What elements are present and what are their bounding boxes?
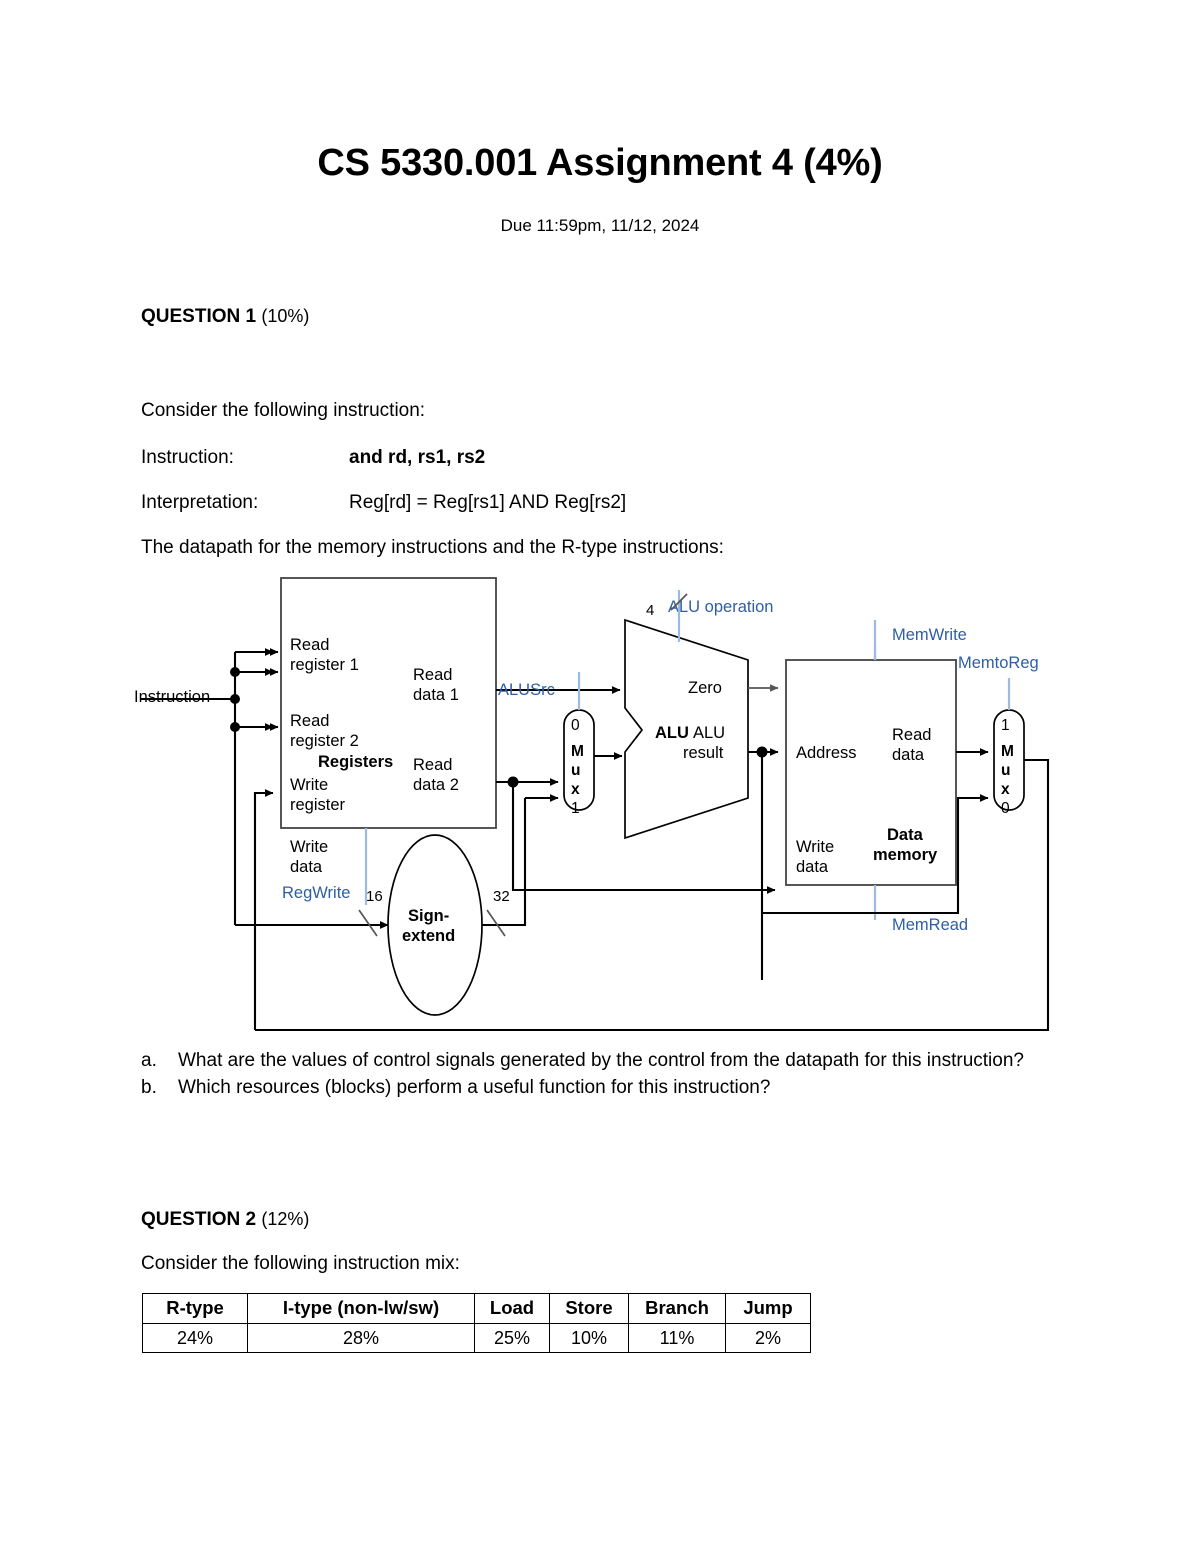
cell-load-value: 25% (474, 1322, 550, 1354)
svg-text:Zero: Zero (688, 679, 722, 697)
svg-text:data: data (796, 858, 829, 876)
svg-text:x: x (1001, 781, 1010, 798)
question-1-label: QUESTION 1 (141, 306, 257, 327)
column-header-load: Load (474, 1293, 550, 1324)
svg-text:result: result (683, 744, 724, 762)
svg-text:extend: extend (402, 927, 455, 945)
column-header-i-type: I-type (non-lw/sw) (247, 1293, 475, 1324)
svg-text:x: x (571, 781, 580, 798)
svg-text:ALU: ALU (655, 724, 689, 742)
svg-text:MemWrite: MemWrite (892, 626, 967, 644)
svg-text:1: 1 (571, 800, 580, 817)
svg-text:ALU operation: ALU operation (668, 598, 774, 616)
svg-text:Write: Write (796, 838, 834, 856)
svg-text:1: 1 (1001, 717, 1010, 734)
instruction-key: Instruction: (141, 447, 234, 468)
svg-text:0: 0 (1001, 800, 1010, 817)
column-header-store: Store (549, 1293, 629, 1324)
question-2-label: QUESTION 2 (141, 1209, 257, 1230)
svg-text:Registers: Registers (318, 753, 393, 771)
svg-text:data 1: data 1 (413, 686, 459, 704)
sublist-text-b: Which resources (blocks) perform a usefu… (178, 1077, 771, 1099)
page-title: CS 5330.001 Assignment 4 (4%) (317, 142, 883, 184)
svg-text:M: M (1001, 743, 1014, 760)
svg-text:Write: Write (290, 838, 328, 856)
question-2-intro: Consider the following instruction mix: (141, 1253, 460, 1274)
question-1-heading: QUESTION 1 (10%) (141, 305, 309, 329)
svg-text:Read: Read (290, 636, 329, 654)
svg-text:data: data (290, 858, 323, 876)
interpretation-key: Interpretation: (141, 492, 259, 513)
svg-text:16: 16 (366, 888, 383, 905)
datapath-diagram: Read register 1 Read register 2 Register… (130, 560, 1090, 1040)
svg-text:u: u (1001, 762, 1010, 779)
list-item: b. Which resources (blocks) perform a us… (141, 1075, 1081, 1100)
svg-text:RegWrite: RegWrite (282, 884, 350, 902)
svg-text:32: 32 (493, 888, 510, 905)
svg-text:Address: Address (796, 744, 857, 762)
question-2-weight: (12%) (261, 1209, 310, 1229)
svg-text:Data: Data (887, 826, 924, 844)
due-date-subtitle: Due 11:59pm, 11/12, 2024 (500, 216, 700, 235)
column-header-jump: Jump (725, 1293, 811, 1324)
svg-text:0: 0 (571, 717, 580, 734)
svg-text:memory: memory (873, 846, 938, 864)
sublist-marker-a: a. (141, 1050, 157, 1071)
instruction-row: Instruction: and rd, rs1, rs2 (141, 446, 485, 471)
cell-branch-value: 11% (628, 1322, 726, 1354)
svg-text:u: u (571, 762, 580, 779)
svg-text:M: M (571, 743, 584, 760)
svg-text:register 1: register 1 (290, 656, 359, 674)
question-1-weight: (10%) (261, 306, 310, 326)
table-row: 24% 28% 25% 10% 11% 2% (142, 1322, 811, 1354)
datapath-caption: The datapath for the memory instructions… (141, 537, 724, 558)
svg-text:4: 4 (646, 602, 654, 619)
svg-text:MemtoReg: MemtoReg (958, 654, 1039, 672)
table-header-row: R-type I-type (non-lw/sw) Load Store Bra… (142, 1293, 811, 1324)
sublist-marker-b: b. (141, 1077, 157, 1099)
cell-i-type-value: 28% (247, 1322, 475, 1354)
cell-store-value: 10% (549, 1322, 629, 1354)
list-item: a. What are the values of control signal… (141, 1048, 1081, 1073)
svg-text:register 2: register 2 (290, 732, 359, 750)
svg-text:ALUSrc: ALUSrc (498, 681, 555, 699)
cell-jump-value: 2% (725, 1322, 811, 1354)
question-1-subitems: a. What are the values of control signal… (141, 1048, 1081, 1102)
instruction-bus-label: Instruction (134, 688, 211, 706)
interpretation-row: Interpretation: Reg[rd] = Reg[rs1] AND Re… (141, 491, 626, 516)
svg-text:Sign-: Sign- (408, 907, 449, 925)
svg-text:ALU: ALU (693, 724, 725, 742)
svg-text:Read: Read (892, 726, 931, 744)
column-header-branch: Branch (628, 1293, 726, 1324)
svg-text:data: data (892, 746, 925, 764)
svg-text:Read: Read (413, 756, 452, 774)
svg-text:data 2: data 2 (413, 776, 459, 794)
svg-text:register: register (290, 796, 346, 814)
cell-r-type-value: 24% (142, 1322, 248, 1354)
instruction-mix-table: R-type I-type (non-lw/sw) Load Store Bra… (142, 1293, 811, 1354)
interpretation-value: Reg[rd] = Reg[rs1] AND Reg[rs2] (349, 492, 627, 513)
svg-text:Write: Write (290, 776, 328, 794)
question-1-intro: Consider the following instruction: (141, 400, 426, 421)
sublist-text-a: What are the values of control signals g… (178, 1050, 1024, 1071)
column-header-r-type: R-type (142, 1293, 248, 1324)
instruction-value: and rd, rs1, rs2 (349, 447, 486, 468)
svg-text:MemRead: MemRead (892, 916, 968, 934)
svg-text:Read: Read (413, 666, 452, 684)
svg-text:Read: Read (290, 712, 329, 730)
question-2-heading: QUESTION 2 (12%) (141, 1208, 309, 1232)
